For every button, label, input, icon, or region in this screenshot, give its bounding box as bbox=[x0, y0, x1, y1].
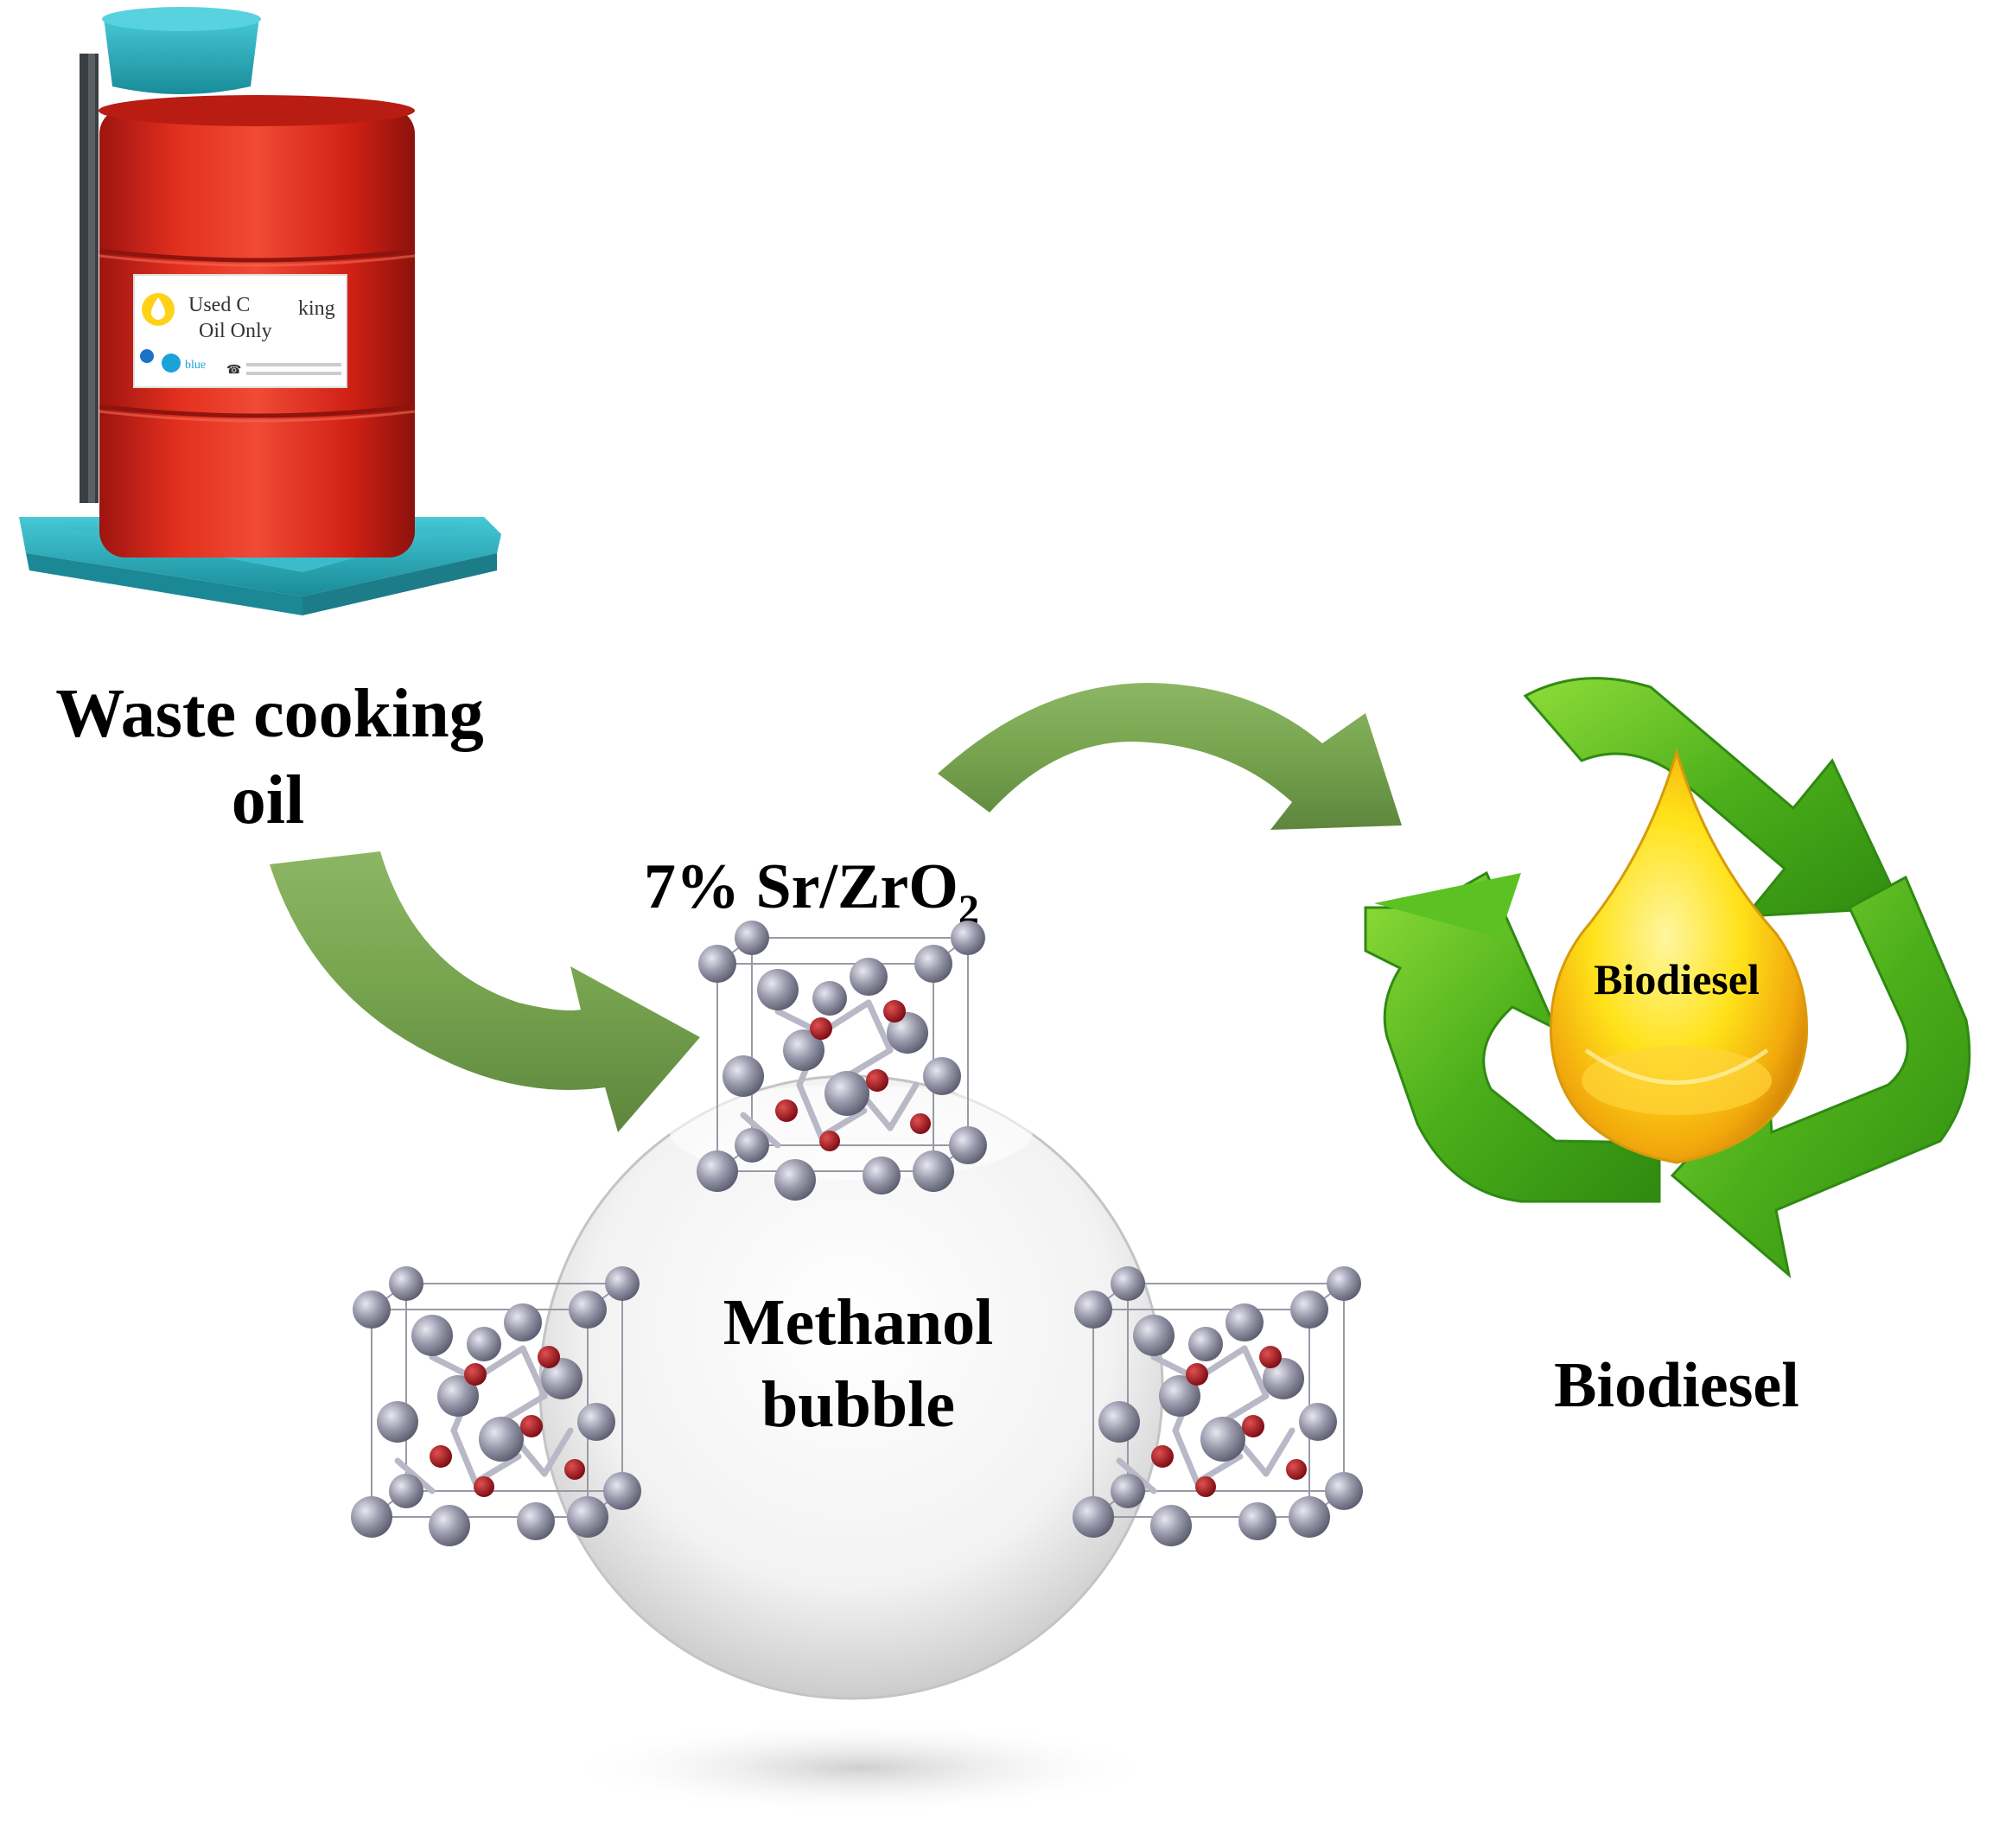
biodiesel-label: Biodiesel bbox=[1554, 1350, 1799, 1421]
waste-oil-label-line1: Waste cooking bbox=[55, 676, 484, 752]
bubble-label-line1: Methanol bbox=[723, 1286, 993, 1359]
process-arrow-1 bbox=[270, 851, 700, 1132]
catalyst-label: 7% Sr/ZrO2 bbox=[644, 851, 979, 933]
svg-text:☎: ☎ bbox=[226, 364, 241, 377]
bubble-label-line2: bubble bbox=[761, 1368, 955, 1441]
process-arrow-2 bbox=[938, 683, 1402, 830]
recycle-icon bbox=[1364, 677, 1971, 1278]
drop-label: Biodiesel bbox=[1594, 955, 1760, 1004]
oil-barrel-icon: Used C king Oil Only blue ☎ bbox=[19, 7, 501, 615]
sign-text-line1: Used C bbox=[188, 294, 250, 316]
crystal-lattice-icon-left bbox=[351, 1266, 641, 1546]
sign-logo-text: blue bbox=[185, 359, 206, 372]
sign-text-line2: Oil Only bbox=[199, 320, 272, 342]
waste-oil-label-line2: oil bbox=[232, 762, 304, 838]
barrel-sign: Used C king Oil Only blue ☎ bbox=[133, 274, 347, 388]
bubble-shadow bbox=[562, 1720, 1158, 1815]
sign-text-line1b: king bbox=[298, 297, 335, 320]
oil-drop-icon bbox=[1549, 747, 1809, 1164]
